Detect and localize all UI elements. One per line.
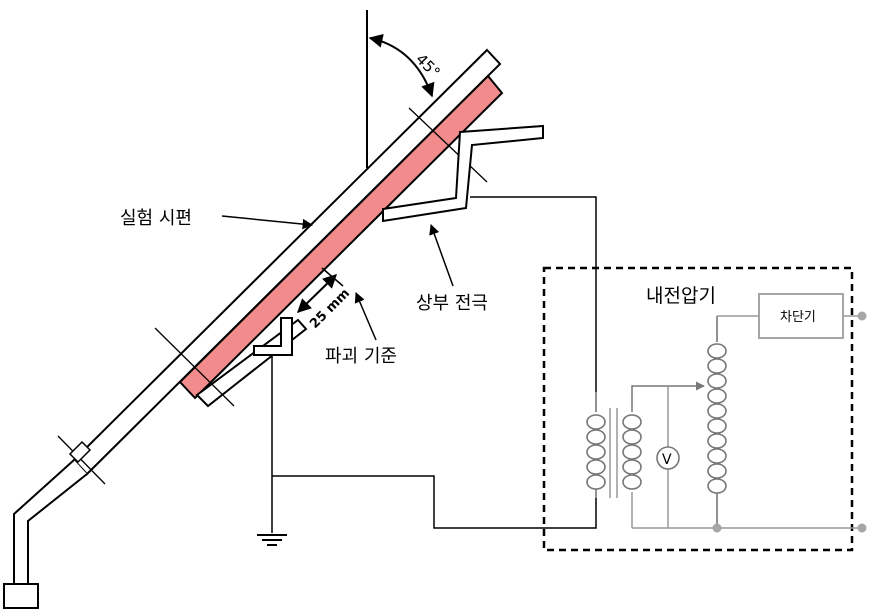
angle-arc	[368, 33, 435, 98]
clamp-line-top	[408, 107, 488, 183]
secondary-coil	[622, 414, 642, 490]
terminal-bottom	[857, 523, 867, 533]
lower-strip	[195, 318, 308, 408]
breakdown-ref-label: 파괴 기준	[325, 346, 397, 367]
primary-coil	[586, 392, 606, 498]
voltmeter-label: V	[662, 452, 672, 468]
electrode-wire	[470, 196, 597, 392]
specimen-label: 실험 시편	[120, 208, 192, 229]
test-specimen	[178, 74, 504, 400]
angle-label: 45°	[412, 50, 444, 82]
tester-box	[542, 266, 854, 552]
specimen-pointer	[221, 215, 314, 230]
terminal-top	[857, 311, 867, 321]
support-plate	[72, 48, 502, 476]
clamp-line-lower	[57, 435, 106, 485]
dimension-arrow	[296, 274, 338, 313]
upper-electrode-label: 상부 전극	[416, 293, 488, 314]
stand-base	[3, 583, 39, 609]
clamp-line-bottom	[154, 327, 235, 407]
ground-icon	[257, 534, 287, 546]
breaker-label: 차단기	[780, 310, 816, 325]
dimension-tick	[321, 267, 344, 287]
voltmeter-icon	[656, 446, 680, 470]
clamp-box	[68, 440, 92, 464]
tester-label: 내전압기	[646, 285, 716, 307]
variac-coil	[707, 316, 727, 528]
secondary-top-wire	[631, 381, 705, 412]
breakdown-ref-pointer	[354, 292, 377, 341]
junction-dot	[712, 523, 722, 533]
ground-wire	[272, 475, 597, 529]
distance-label: 25 mm	[307, 286, 353, 332]
lower-electrode	[253, 317, 293, 356]
stand-arm	[13, 459, 88, 586]
upper-electrode-pointer	[429, 224, 454, 287]
upper-electrode	[382, 124, 544, 223]
